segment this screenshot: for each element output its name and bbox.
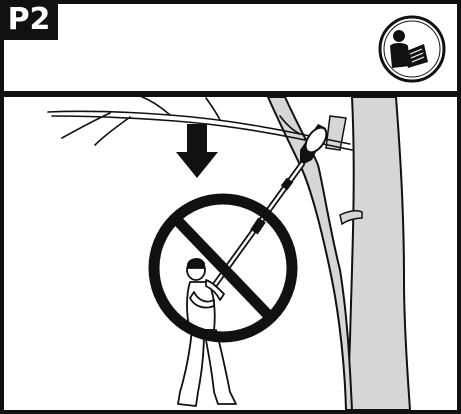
down-arrow-icon: [176, 124, 218, 178]
no-symbol-icon: [154, 199, 292, 337]
panel-label: P2: [0, 0, 58, 40]
read-manual-icon: [380, 17, 444, 81]
